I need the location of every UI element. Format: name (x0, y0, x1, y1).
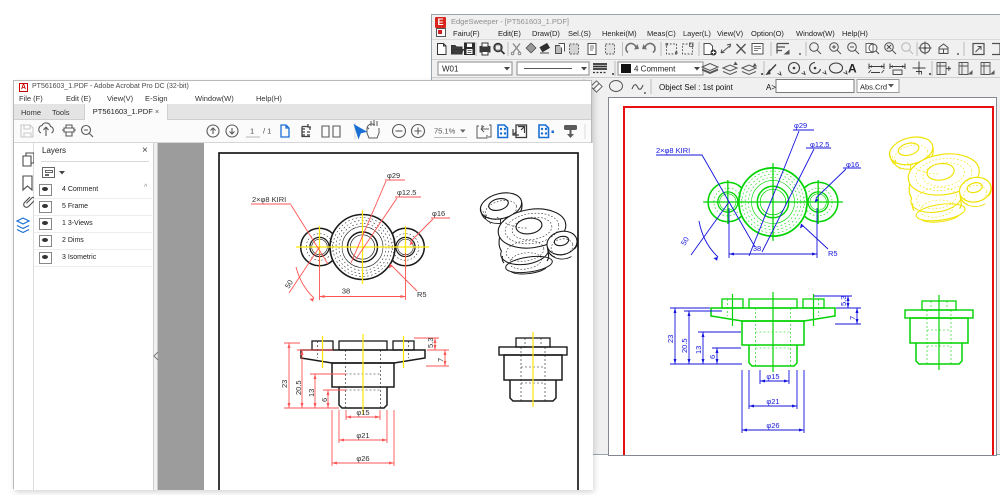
svg-text:φ16: φ16 (846, 160, 859, 169)
svg-text:A>: A> (766, 83, 776, 92)
svg-text:13: 13 (307, 389, 316, 397)
svg-text:38: 38 (342, 287, 350, 296)
svg-text:50: 50 (283, 278, 295, 290)
svg-text:7: 7 (848, 316, 857, 320)
svg-text:φ26: φ26 (766, 421, 779, 430)
svg-text:7: 7 (436, 358, 445, 362)
svg-text:5.3: 5.3 (839, 296, 848, 306)
svg-text:20.5: 20.5 (680, 338, 689, 353)
svg-text:φ29: φ29 (794, 121, 807, 130)
svg-text:20.5: 20.5 (294, 380, 303, 395)
svg-text:13: 13 (694, 346, 703, 354)
svg-text:38: 38 (753, 244, 761, 253)
svg-text:6: 6 (708, 355, 717, 359)
svg-text:φ12.5: φ12.5 (397, 188, 416, 197)
svg-text:4 Comment: 4 Comment (634, 65, 676, 74)
svg-text:5.3: 5.3 (426, 338, 435, 348)
svg-text:2×φ8 KIRI: 2×φ8 KIRI (656, 146, 690, 155)
svg-text:R5: R5 (417, 290, 427, 299)
svg-text:W01: W01 (442, 65, 459, 74)
svg-text:φ12.5: φ12.5 (810, 140, 829, 149)
svg-text:1: 1 (250, 127, 254, 136)
svg-text:φ15: φ15 (356, 408, 369, 417)
svg-text:A: A (848, 62, 857, 76)
svg-text:Abs.Crd: Abs.Crd (860, 83, 887, 92)
svg-text:75.1%: 75.1% (434, 127, 456, 136)
svg-text:φ15: φ15 (766, 372, 779, 381)
svg-text:/ 1: / 1 (263, 127, 271, 136)
svg-text:φ29: φ29 (387, 171, 400, 180)
svg-text:50: 50 (679, 235, 691, 247)
svg-text:Object Sel : 1st point: Object Sel : 1st point (659, 83, 734, 92)
svg-text:φ26: φ26 (356, 454, 369, 463)
svg-text:φ21: φ21 (356, 431, 369, 440)
svg-text:23: 23 (666, 335, 675, 343)
svg-text:φ16: φ16 (432, 209, 445, 218)
svg-text:φ21: φ21 (766, 397, 779, 406)
svg-text:6: 6 (320, 398, 329, 402)
svg-text:R5: R5 (828, 249, 838, 258)
svg-text:2×φ8 KIRI: 2×φ8 KIRI (252, 195, 286, 204)
svg-text:23: 23 (280, 380, 289, 388)
